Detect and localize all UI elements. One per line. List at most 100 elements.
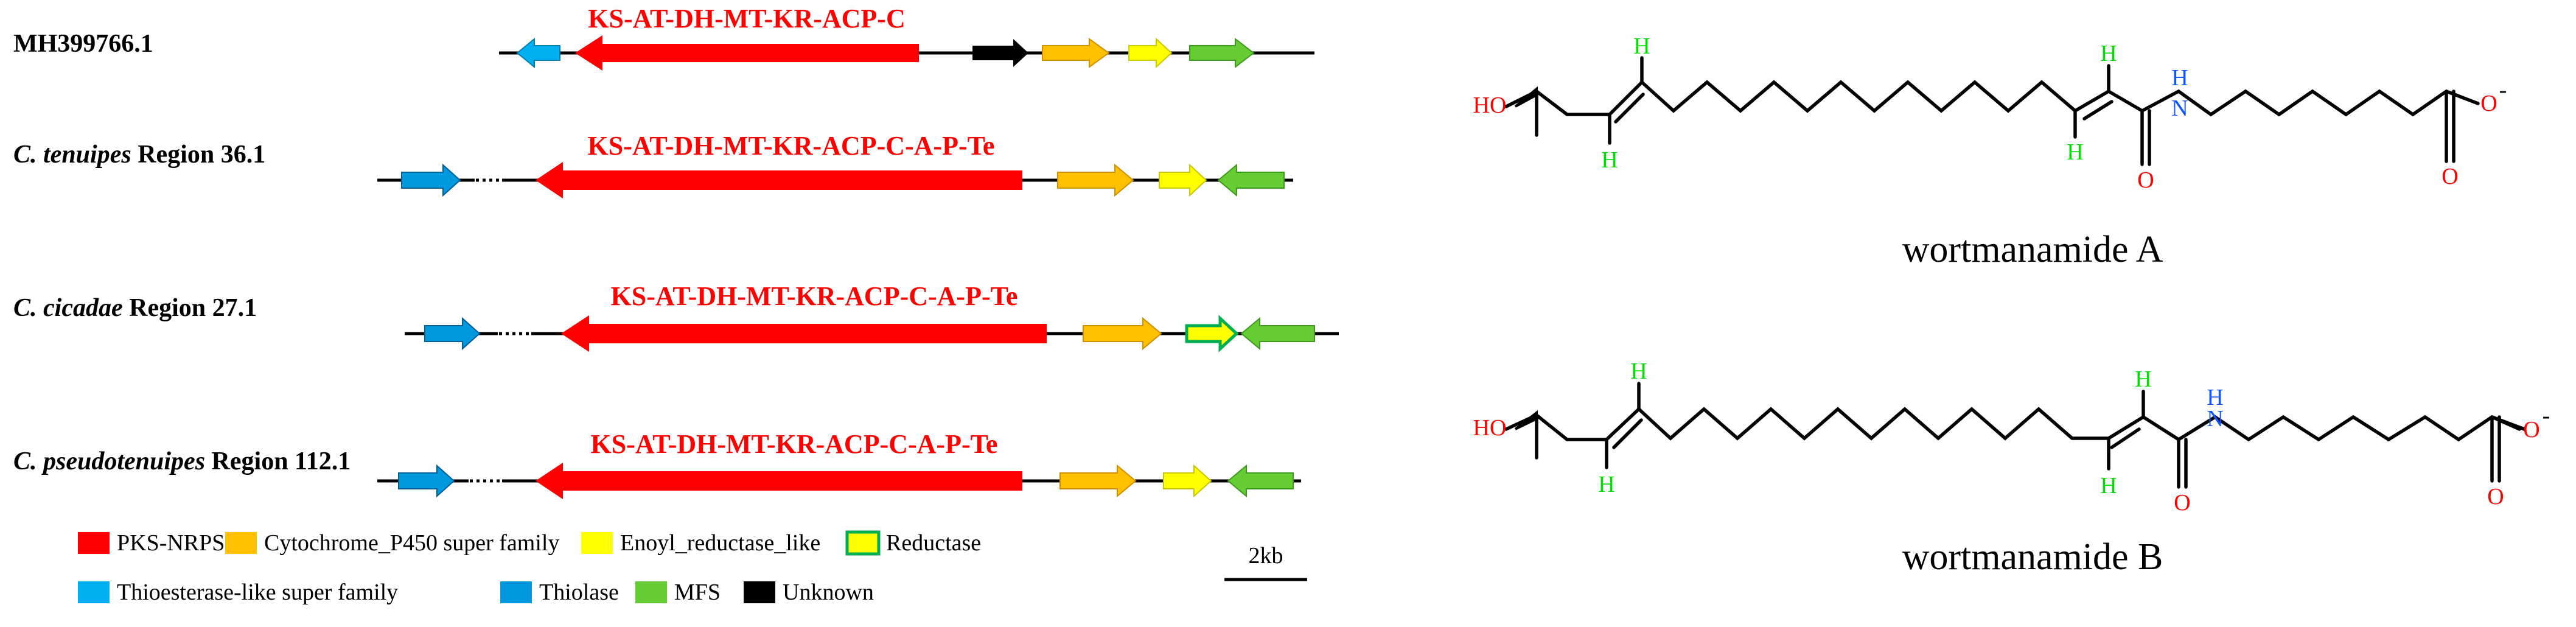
amide-hydrogen-label: H	[2171, 65, 2188, 91]
legend-swatch	[225, 532, 257, 554]
domain-label-mh399766: KS-AT-DH-MT-KR-ACP-C	[588, 4, 905, 33]
hydrogen-label: H	[2067, 139, 2083, 165]
legend-item-p450: Cytochrome_P450 super family	[225, 530, 559, 556]
legend-label: Enoyl_reductase_like	[620, 530, 820, 556]
cluster-label-text: MH399766.1	[13, 30, 153, 58]
carboxylate-oxygen-label: O	[2487, 484, 2504, 510]
thiolase-gene-arrow	[401, 163, 461, 197]
carboxylate-bond	[2490, 415, 2521, 431]
cluster-label-italic: C. tenuipes	[13, 141, 131, 169]
legend-label: Thiolase	[539, 580, 619, 605]
legend-item-reductase: Reductase	[845, 530, 981, 556]
legend-swatch	[581, 532, 613, 554]
amide-hydrogen-label: H	[2207, 385, 2223, 410]
cluster-label-text: Region 36.1	[131, 141, 266, 169]
p450-gene-arrow	[1057, 163, 1134, 197]
legend-item-thioesterase: Thioesterase-like super family	[78, 580, 398, 605]
legend-item-thiolase: Thiolase	[500, 580, 619, 605]
cluster-label-text: Region 112.1	[205, 447, 351, 475]
amide-nitrogen-label: N	[2207, 406, 2223, 432]
legend-item-enoyl-reductase: Enoyl_reductase_like	[581, 530, 820, 556]
scale-bar: 2kb	[1224, 543, 1307, 581]
legend-swatch	[500, 581, 532, 603]
legend-label: Thioesterase-like super family	[117, 580, 398, 605]
legend-swatch	[78, 581, 110, 603]
thiolase-gene-arrow	[424, 317, 481, 351]
cluster-label-tenuipes: C. tenuipes Region 36.1	[13, 141, 265, 169]
legend-label: Unknown	[783, 580, 874, 605]
domain-label-cicadae: KS-AT-DH-MT-KR-ACP-C-A-P-Te	[611, 281, 1018, 311]
pks-nrps-gene-arrow	[536, 162, 1022, 198]
amide-nitrogen-label: N	[2171, 96, 2188, 121]
mfs-gene-arrow	[1240, 317, 1315, 351]
cluster-label-mh399766: MH399766.1	[13, 30, 153, 58]
pks-nrps-gene-arrow	[536, 463, 1022, 499]
enoyl-reductase-gene-arrow	[1128, 37, 1173, 69]
double-bond-inner	[1612, 418, 1643, 449]
hydroxyl-label: HO	[1473, 93, 1507, 118]
hydrogen-label: H	[2135, 366, 2151, 392]
carboxylate-oxygen-label: O	[2442, 164, 2458, 189]
enoyl-reductase-gene-arrow	[1159, 163, 1207, 197]
legend-swatch	[635, 581, 667, 603]
legend-label: Cytochrome_P450 super family	[264, 530, 559, 556]
cluster-row-cicadae: C. cicadae Region 27.1 KS-AT-DH-MT-KR-AC…	[13, 281, 1339, 352]
pks-nrps-gene-arrow	[575, 35, 919, 71]
scale-bar-label: 2kb	[1249, 543, 1283, 569]
mfs-gene-arrow	[1227, 464, 1294, 498]
carbonyl-oxygen-label: O	[2174, 490, 2190, 516]
cluster-label-italic: C. cicadae	[13, 294, 123, 322]
p450-gene-arrow	[1042, 38, 1110, 68]
hydrogen-label: H	[2100, 473, 2117, 499]
hydrogen-label: H	[2100, 41, 2117, 66]
legend-item-mfs: MFS	[635, 580, 721, 605]
legend-item-pks-nrps: PKS-NRPS	[78, 530, 225, 556]
structure-wortmanamide-a: HO H H H H H N O O O - wortmanamide A	[1473, 33, 2507, 270]
cluster-row-mh399766: MH399766.1 KS-AT-DH-MT-KR-ACP-C	[13, 4, 1314, 71]
legend-label: PKS-NRPS	[117, 530, 225, 556]
legend-swatch	[845, 530, 881, 556]
hydrogen-label: H	[1598, 472, 1614, 497]
hydrogen-label: H	[1630, 359, 1647, 384]
structure-wortmanamide-b: HO H H H H H N O O O - wortmanamide B	[1473, 359, 2550, 578]
legend-swatch	[744, 581, 775, 603]
charge-label: -	[2499, 77, 2507, 103]
mfs-gene-arrow	[1217, 163, 1285, 197]
cluster-row-pseudotenuipes: C. pseudotenuipes Region 112.1 KS-AT-DH-…	[13, 429, 1301, 499]
carboxylate-oxygen-label: O	[2523, 417, 2539, 443]
cluster-label-text: Region 27.1	[123, 294, 257, 322]
double-bond-inner	[2110, 427, 2141, 449]
p450-gene-arrow	[1083, 317, 1162, 351]
legend-label: MFS	[674, 580, 721, 605]
legend-label: Reductase	[886, 530, 981, 556]
thiolase-gene-arrow	[398, 464, 455, 498]
thioesterase-gene-arrow	[516, 37, 560, 69]
legend-item-unknown: Unknown	[744, 580, 874, 605]
stereo-wedge	[1514, 410, 1538, 430]
hydrogen-label: H	[1601, 147, 1618, 173]
domain-label-tenuipes: KS-AT-DH-MT-KR-ACP-C-A-P-Te	[588, 131, 995, 161]
unknown-gene-arrow	[972, 39, 1028, 67]
carbon-skeleton	[1504, 56, 2480, 166]
enoyl-reductase-gene-arrow	[1163, 464, 1212, 498]
carboxylate-bond	[2445, 89, 2480, 105]
cluster-label-cicadae: C. cicadae Region 27.1	[13, 294, 257, 322]
mfs-gene-arrow	[1189, 37, 1255, 69]
legend-swatch	[78, 532, 110, 554]
charge-label: -	[2543, 403, 2550, 429]
legend: PKS-NRPS Cytochrome_P450 super family En…	[78, 530, 981, 605]
stereo-wedge	[1514, 86, 1538, 108]
domain-label-pseudotenuipes: KS-AT-DH-MT-KR-ACP-C-A-P-Te	[591, 429, 998, 459]
carbonyl-oxygen-label: O	[2137, 167, 2154, 193]
cluster-label-pseudotenuipes: C. pseudotenuipes Region 112.1	[13, 447, 351, 475]
double-bond-inner	[2082, 100, 2114, 121]
carboxylate-oxygen-label: O	[2480, 91, 2497, 116]
compound-name-b: wortmanamide B	[1902, 536, 2163, 578]
reductase-gene-arrow	[1185, 315, 1239, 352]
cluster-row-tenuipes: C. tenuipes Region 36.1 KS-AT-DH-MT-KR-A…	[13, 131, 1293, 198]
cluster-label-italic: C. pseudotenuipes	[13, 447, 205, 475]
carbon-skeleton	[1504, 382, 2526, 489]
compound-name-a: wortmanamide A	[1902, 229, 2163, 270]
p450-gene-arrow	[1059, 464, 1137, 498]
